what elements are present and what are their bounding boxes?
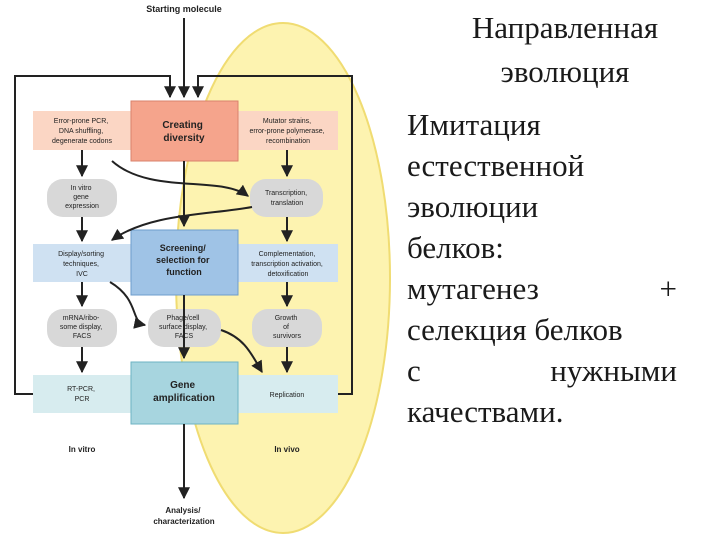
body-line-1: Имитация xyxy=(407,107,541,142)
body-word-mutagenesis: мутагенез xyxy=(407,271,539,306)
screening-box xyxy=(130,229,239,296)
body-line-8: качествами. xyxy=(407,394,564,429)
mrna-display-pill xyxy=(47,309,117,347)
in-vitro-label: In vitro xyxy=(69,445,96,454)
body-line-5: мутагенез + xyxy=(407,268,677,309)
body-line-7: с нужными xyxy=(407,350,677,391)
replication-label: Replication xyxy=(270,392,305,399)
analysis-label: Analysis/ characterization xyxy=(153,506,214,526)
arrows xyxy=(14,18,353,500)
gene-amplification-label: Gene amplification xyxy=(153,380,215,404)
mrna-display-label: mRNA/ribo- some display, FACS xyxy=(60,315,104,340)
starting-molecule-label: Starting molecule xyxy=(146,4,222,14)
gene-amplification-box xyxy=(130,361,239,425)
screening-label: Screening/ selection for function xyxy=(156,243,212,277)
creating-diversity-label: Creating diversity xyxy=(162,120,205,144)
display-sorting-label: Display/sorting techniques, IVC xyxy=(58,251,106,278)
in-vivo-label: In vivo xyxy=(274,445,299,454)
body-word-s: с xyxy=(407,353,421,388)
in-vitro-expression-label: In vitro gene expression xyxy=(65,185,99,210)
body-line-4: белков: xyxy=(407,230,504,265)
mutator-label: Mutator strains, error-prone polymerase,… xyxy=(249,118,326,145)
in-vitro-expression-pill xyxy=(47,179,117,217)
body-line-2: естественной xyxy=(407,148,585,183)
complementation-label: Complementation, transcription activatio… xyxy=(251,251,325,278)
creating-diversity-box xyxy=(130,100,239,162)
title-line-1: Направленная xyxy=(471,10,659,45)
body-line-3: эволюции xyxy=(407,189,539,224)
transcription-pill xyxy=(250,179,323,217)
error-prone-label: Error-prone PCR, DNA shuffling, degenera… xyxy=(52,118,112,145)
transcription-label: Transcription, translation xyxy=(265,190,309,207)
growth-pill xyxy=(252,309,322,347)
rtpcr-label: RT-PCR, PCR xyxy=(67,386,97,403)
body-line-6: селекция белков xyxy=(407,312,623,347)
title-line-2: эволюция xyxy=(500,54,630,89)
slide-body: Имитация естественной эволюции белков: м… xyxy=(407,104,677,432)
body-word-plus: + xyxy=(659,271,677,306)
body-word-needed: нужными xyxy=(550,353,677,388)
phage-display-label: Phage/cell surface display, FACS xyxy=(159,315,209,340)
slide-title: Направленная эволюция xyxy=(420,6,710,94)
growth-label: Growth of survivors xyxy=(273,315,302,340)
